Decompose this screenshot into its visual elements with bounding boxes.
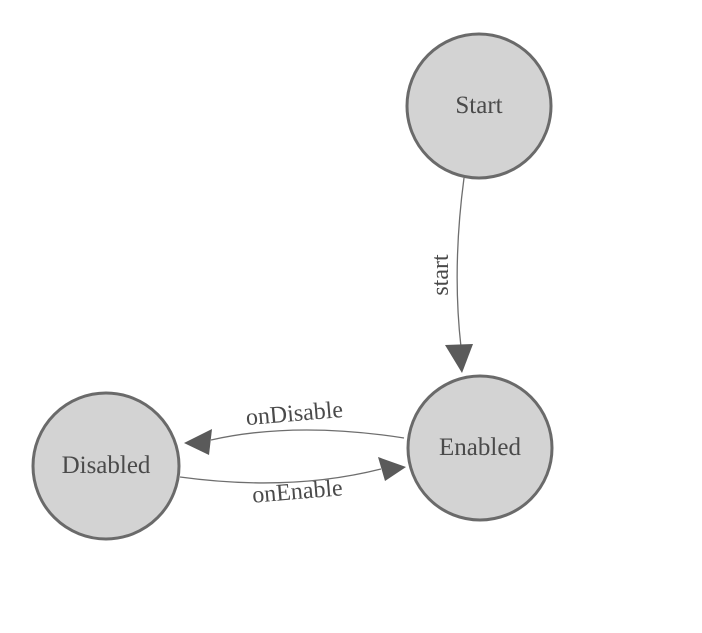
edge-label-ondisable: onDisable	[245, 397, 344, 431]
edge-label-start: start	[428, 254, 454, 296]
state-node-enabled	[406, 374, 554, 522]
arrowhead-disabled-to-enabled-icon	[378, 457, 406, 481]
arrowhead-start-to-enabled-icon	[445, 344, 473, 373]
state-node-disabled	[31, 391, 181, 541]
edge-disabled-to-enabled	[179, 468, 382, 484]
arrowhead-enabled-to-disabled-icon	[184, 429, 212, 455]
state-label-start: Start	[455, 92, 502, 119]
state-node-start	[405, 32, 553, 180]
state-label-disabled: Disabled	[62, 452, 151, 479]
edge-label-onenable: onEnable	[251, 475, 343, 508]
edge-enabled-to-disabled	[210, 429, 405, 441]
state-label-enabled: Enabled	[439, 434, 521, 461]
edge-start-to-enabled	[456, 177, 465, 348]
